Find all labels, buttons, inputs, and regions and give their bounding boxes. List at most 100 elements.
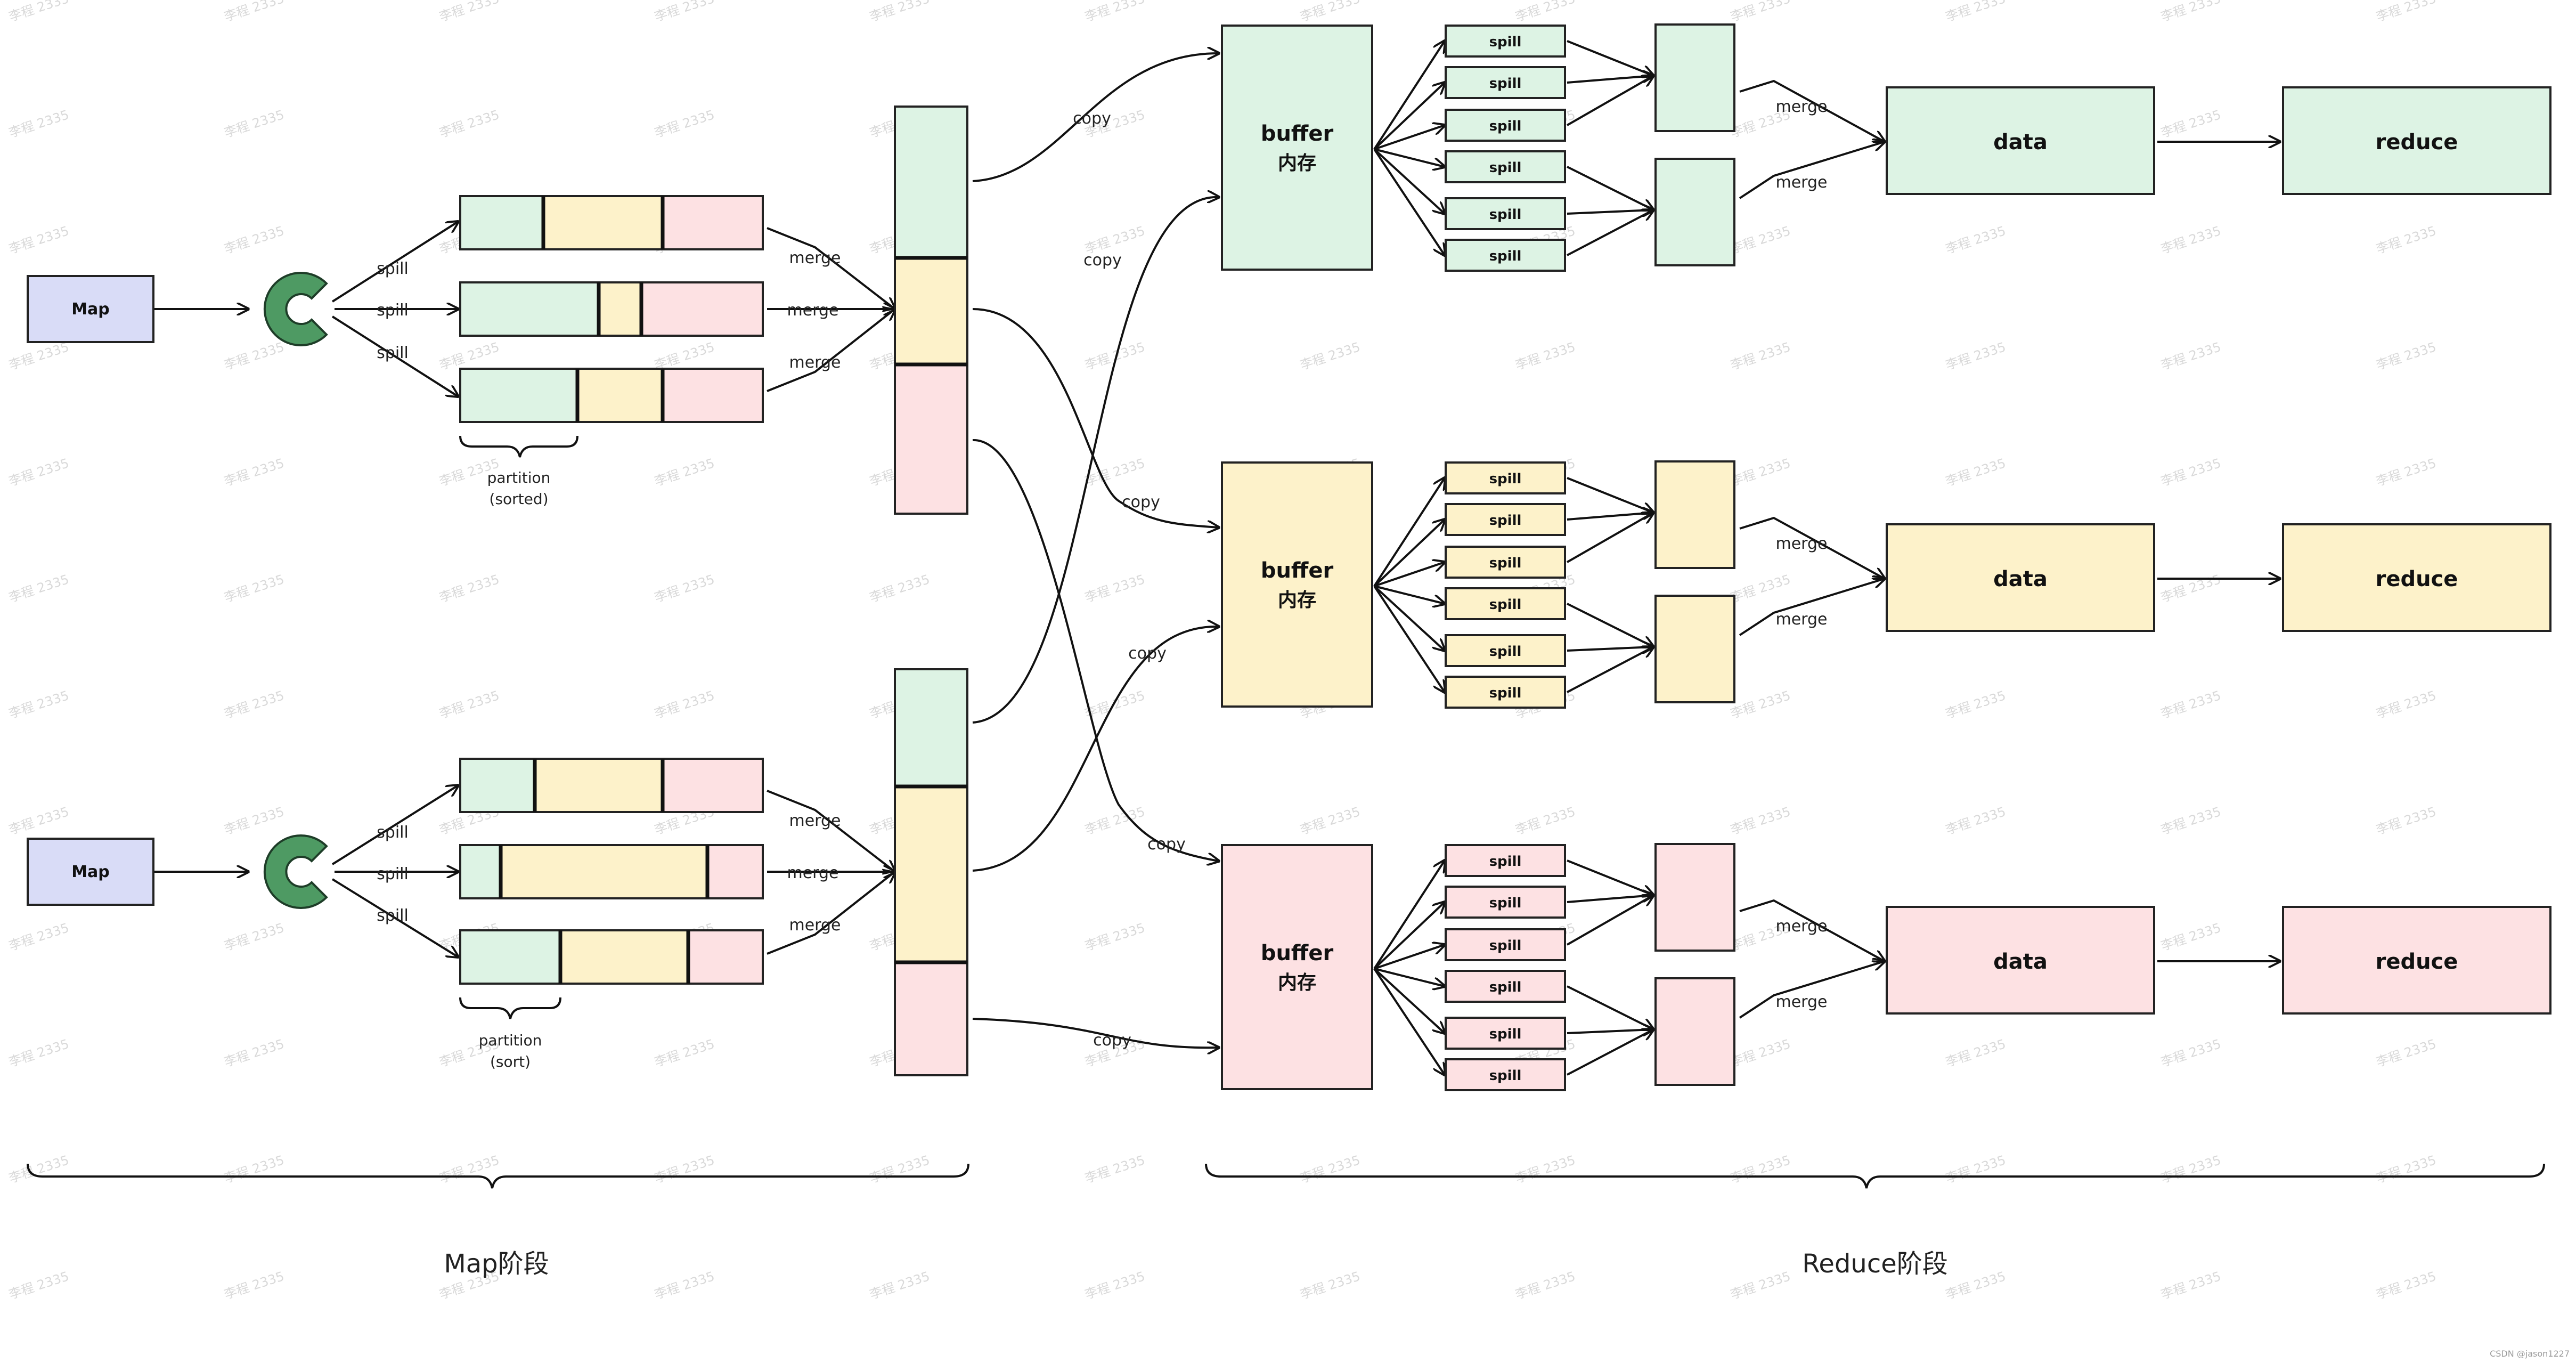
reduce-spill-label: spill [1489, 34, 1522, 50]
map-node-2 [27, 838, 154, 906]
buffer-to-spill-edge [1373, 83, 1445, 150]
watermark-text: 李程 2335 [222, 1036, 286, 1070]
buffer-to-spill-edge [1373, 148, 1445, 214]
watermark-text: 李程 2335 [868, 1269, 932, 1302]
spill-edge [331, 785, 458, 865]
spill-to-merged-edge [1567, 76, 1653, 84]
watermark-text: 李程 2335 [1513, 0, 1577, 25]
reduce-spill-file [1445, 461, 1566, 494]
spill-file-1 [459, 195, 764, 250]
reduce-spill-file [1445, 25, 1566, 58]
watermark-text: 李程 2335 [1729, 0, 1792, 25]
watermark-text: 李程 2335 [7, 339, 71, 373]
watermark-text: 李程 2335 [653, 456, 716, 489]
buffer-label-line-1: buffer [1261, 121, 1334, 146]
watermark-text: 李程 2335 [2159, 223, 2223, 257]
watermark-text: 李程 2335 [222, 688, 286, 721]
watermark-text: 李程 2335 [1298, 804, 1362, 838]
reduce-box [2282, 523, 2551, 632]
watermark-text: 李程 2335 [2159, 456, 2223, 489]
watermark-text: 李程 2335 [222, 223, 286, 257]
watermark-text: 李程 2335 [1513, 1269, 1577, 1302]
watermark-text: 李程 2335 [2374, 223, 2438, 257]
reduce-spill-label: spill [1489, 938, 1522, 954]
merge-edge [767, 309, 895, 392]
reduce-spill-label: spill [1489, 644, 1522, 660]
watermark-text: 李程 2335 [222, 572, 286, 605]
spill-file-6 [459, 929, 764, 985]
spill-edge [331, 222, 458, 303]
watermark-text: 李程 2335 [1944, 339, 2008, 373]
reduce-spill-label: spill [1489, 895, 1522, 911]
spill-to-merged-edge [1567, 513, 1653, 521]
reduce-spill-file [1445, 676, 1566, 709]
watermark-text: 李程 2335 [1944, 223, 2008, 257]
watermark-text: 李程 2335 [1944, 1269, 2008, 1302]
watermark-text: 李程 2335 [1729, 1269, 1792, 1302]
merge-edge-label: merge [787, 301, 839, 320]
watermark-text: 李程 2335 [868, 1153, 932, 1186]
watermark-text: 李程 2335 [1729, 339, 1792, 373]
spill-edge-label: spill [377, 823, 409, 842]
map-node-1-label: Map [71, 300, 110, 319]
circular-buffer-icon-2 [263, 834, 328, 909]
circular-buffer-icon-1 [263, 272, 328, 346]
reduce-buffer [1221, 844, 1373, 1090]
watermark-text: 李程 2335 [7, 688, 71, 721]
buffer-to-spill-edge [1373, 520, 1445, 587]
watermark-text: 李程 2335 [7, 920, 71, 954]
reduce-buffer [1221, 25, 1373, 271]
merge-edge-label: merge [1776, 610, 1828, 629]
buffer-label-line-2: 内存 [1278, 589, 1316, 611]
watermark-text: 李程 2335 [7, 804, 71, 838]
spill-to-merged-edge [1567, 985, 1653, 1029]
reduce-spill-label: spill [1489, 207, 1522, 223]
reduce-phase-label: Reduce阶段 [1802, 1249, 1948, 1279]
merge-edge-label: merge [789, 812, 841, 830]
spill-to-merged-edge [1567, 1029, 1653, 1033]
spill-to-merged-edge [1567, 647, 1653, 693]
reduce-spill-label: spill [1489, 471, 1522, 487]
watermark-text: 李程 2335 [1083, 1269, 1147, 1302]
watermark-text: 李程 2335 [1729, 1036, 1792, 1070]
copy-edge [972, 1018, 1219, 1048]
copy-edge-label: copy [1093, 1031, 1131, 1050]
spill-to-merged-edge [1567, 647, 1653, 651]
reduce-merged-file [1654, 158, 1735, 266]
watermark-text: 李程 2335 [1083, 688, 1147, 721]
reduce-task-2: buffer内存spillspillspillspillspillspillme… [1221, 460, 2551, 709]
watermark-text: 李程 2335 [1513, 804, 1577, 838]
reduce-spill-file [1445, 928, 1566, 961]
watermark-text: 李程 2335 [437, 0, 501, 25]
watermark-text: 李程 2335 [2159, 688, 2223, 721]
reduce-label: reduce [2376, 567, 2458, 591]
watermark-text: 李程 2335 [1083, 920, 1147, 954]
watermark-text: 李程 2335 [1729, 223, 1792, 257]
watermark-text: 李程 2335 [1513, 339, 1577, 373]
reduce-spill-file [1445, 66, 1566, 99]
watermark-text: 李程 2335 [1298, 1269, 1362, 1302]
watermark-text: 李程 2335 [2374, 1269, 2438, 1302]
watermark-text: 李程 2335 [1944, 0, 2008, 25]
reduce-spill-file [1445, 844, 1566, 877]
buffer-to-spill-edge [1373, 585, 1445, 651]
reduce-data-box [1886, 906, 2155, 1015]
watermark-text: 李程 2335 [222, 107, 286, 141]
reduce-spill-file [1445, 634, 1566, 667]
spill-to-merged-edge [1567, 859, 1653, 895]
spill-to-merged-edge [1567, 895, 1653, 903]
copy-edge-label: copy [1073, 109, 1111, 128]
watermark-text: 李程 2335 [653, 688, 716, 721]
copy-edge [972, 308, 1219, 528]
watermark-text: 李程 2335 [653, 1269, 716, 1302]
watermark-text: 李程 2335 [2374, 456, 2438, 489]
reduce-spill-label: spill [1489, 854, 1522, 870]
watermark-text: 李程 2335 [1944, 1036, 2008, 1070]
reduce-spill-label: spill [1489, 555, 1522, 571]
watermark-text: 李程 2335 [2159, 920, 2223, 954]
buffer-to-spill-edge [1373, 585, 1445, 692]
copy-edge [972, 439, 1219, 861]
watermark-text: 李程 2335 [2159, 0, 2223, 25]
reduce-spill-label: spill [1489, 160, 1522, 176]
copy-edge-label: copy [1083, 251, 1122, 270]
